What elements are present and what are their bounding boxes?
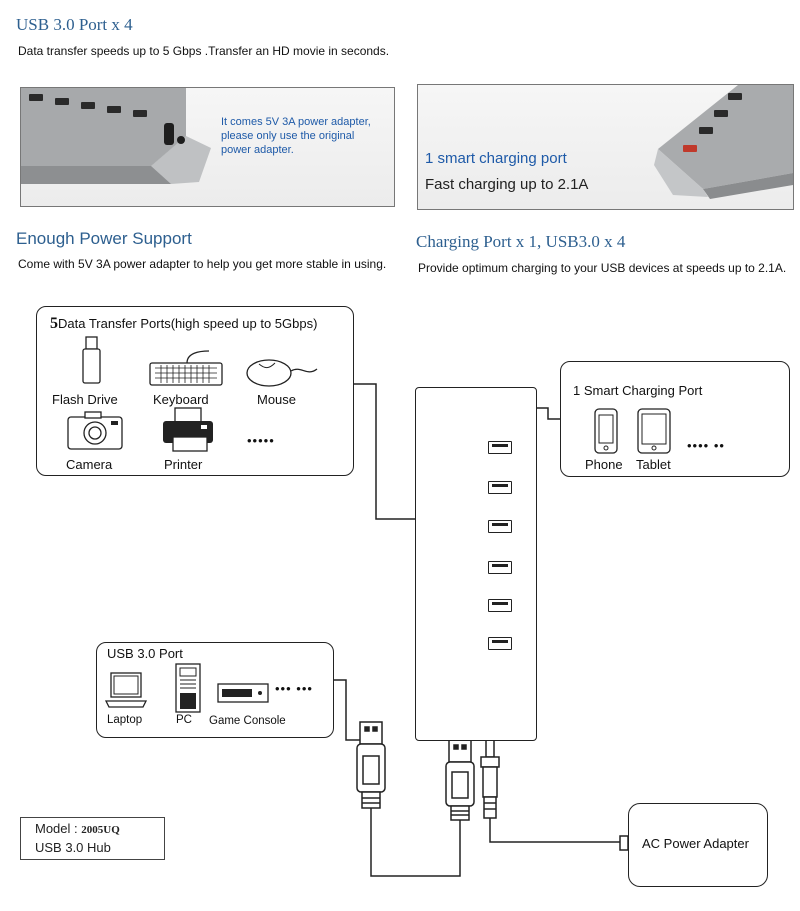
usb-ports-subtitle: Data transfer speeds up to 5 Gbps .Trans… bbox=[18, 44, 390, 58]
more-charging-dots: •••• •• bbox=[687, 438, 725, 453]
smart-charging-box: 1 Smart Charging Port Phone Tablet •••• … bbox=[560, 361, 790, 477]
mouse-label: Mouse bbox=[257, 392, 297, 407]
charging-port-title: Charging Port x 1, USB3.0 x 4 bbox=[416, 232, 626, 251]
hub-charging-port bbox=[488, 637, 512, 650]
ac-power-adapter-box: AC Power Adapter bbox=[628, 803, 768, 887]
camera-icon bbox=[67, 411, 123, 450]
hub-usb-port bbox=[488, 441, 512, 454]
power-support-subtitle: Come with 5V 3A power adapter to help yo… bbox=[18, 257, 387, 271]
flash-drive-label: Flash Drive bbox=[52, 392, 118, 407]
usb-plug-left bbox=[356, 721, 386, 809]
camera-label: Camera bbox=[66, 457, 113, 472]
hub-photo-right-illustration bbox=[654, 85, 793, 199]
charging-port-subtitle: Provide optimum charging to your USB dev… bbox=[418, 261, 787, 275]
model-info-box: Model : 2005UQ USB 3.0 Hub bbox=[20, 817, 165, 860]
game-console-label: Game Console bbox=[209, 715, 286, 727]
mouse-icon bbox=[246, 359, 318, 387]
keyboard-icon bbox=[149, 350, 223, 386]
usb-port-box: USB 3.0 Port Laptop PC Game Console ••• … bbox=[96, 642, 334, 738]
hub-photo-right: 1 smart charging port Fast charging up t… bbox=[417, 84, 794, 210]
power-support-title: Enough Power Support bbox=[16, 229, 192, 248]
data-transfer-ports-box: 5Data Transfer Ports(high speed up to 5G… bbox=[36, 306, 354, 476]
hub-photo-left-illustration bbox=[21, 88, 211, 184]
game-console-icon bbox=[217, 683, 269, 703]
keyboard-label: Keyboard bbox=[153, 392, 209, 407]
model-label: Model : bbox=[35, 821, 82, 836]
printer-label: Printer bbox=[164, 457, 203, 472]
hub-photo-left: It comes 5V 3A power adapter, please onl… bbox=[20, 87, 395, 207]
hub-usb-port bbox=[488, 561, 512, 574]
usb-plug-right bbox=[445, 739, 475, 821]
data-ports-count: 5 bbox=[50, 315, 58, 332]
laptop-label: Laptop bbox=[107, 714, 143, 726]
product-name: USB 3.0 Hub bbox=[35, 840, 111, 855]
tablet-label: Tablet bbox=[636, 457, 671, 472]
usb-ports-title: USB 3.0 Port x 4 bbox=[16, 15, 133, 34]
pc-tower-icon bbox=[175, 663, 201, 713]
adapter-caption-line1: It comes 5V 3A power adapter, bbox=[221, 116, 371, 128]
data-ports-title: Data Transfer Ports(high speed up to 5Gb… bbox=[58, 316, 318, 331]
smart-port-caption: 1 smart charging port bbox=[425, 150, 567, 167]
pc-label: PC bbox=[176, 714, 192, 726]
phone-label: Phone bbox=[585, 457, 623, 472]
phone-icon bbox=[594, 408, 618, 454]
dc-power-plug bbox=[480, 738, 500, 819]
hub-usb-port bbox=[488, 481, 512, 494]
usb-hub bbox=[415, 387, 537, 741]
fast-charging-caption: Fast charging up to 2.1A bbox=[425, 176, 589, 193]
more-devices-dots: ••••• bbox=[247, 433, 275, 448]
adapter-caption-line3: power adapter. bbox=[221, 144, 294, 156]
printer-icon bbox=[163, 407, 213, 452]
usb-port-box-title: USB 3.0 Port bbox=[107, 646, 183, 661]
more-usb-devices-dots: ••• ••• bbox=[275, 681, 313, 696]
hub-usb-port bbox=[488, 599, 512, 612]
ac-power-adapter-label: AC Power Adapter bbox=[642, 836, 749, 851]
smart-charging-title: 1 Smart Charging Port bbox=[573, 383, 703, 398]
flash-drive-icon bbox=[82, 336, 101, 384]
model-number: 2005UQ bbox=[81, 824, 120, 836]
hub-usb-port bbox=[488, 520, 512, 533]
adapter-caption-line2: please only use the original bbox=[221, 130, 355, 142]
tablet-icon bbox=[637, 408, 671, 454]
laptop-icon bbox=[104, 672, 148, 708]
